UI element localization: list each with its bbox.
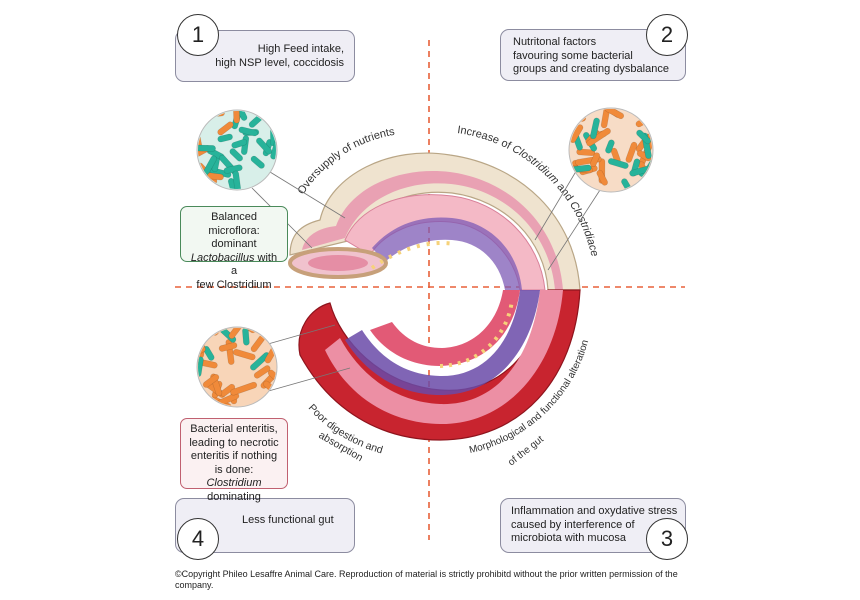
bacterium-rod bbox=[255, 137, 273, 155]
bacterium-rod bbox=[607, 158, 629, 169]
bacterium-rod bbox=[232, 170, 242, 189]
note-enteritis-line1: Bacterial enteritis, bbox=[190, 423, 278, 435]
bacterium-rod bbox=[217, 133, 233, 143]
bacterium-rod bbox=[262, 329, 276, 340]
note-bacterial-enteritis: Bacterial enteritis, leading to necrotic… bbox=[180, 418, 288, 503]
box-3-number: 3 bbox=[646, 518, 688, 560]
bacterium-rod bbox=[228, 328, 245, 339]
microflora-clostridium-image bbox=[196, 326, 278, 408]
bacterium-rod bbox=[604, 109, 625, 120]
box-2-number: 2 bbox=[646, 14, 688, 56]
note-enteritis-line2: leading to necrotic bbox=[189, 436, 279, 449]
box-4-number: 4 bbox=[177, 518, 219, 560]
box-1-text: High Feed intake, high NSP level, coccid… bbox=[215, 43, 344, 69]
note-balanced-line1: Balanced microflora: bbox=[208, 211, 260, 237]
note-balanced-line2: dominant bbox=[211, 238, 257, 250]
box-3: Inflammation and oxydative stress caused… bbox=[500, 498, 686, 553]
bacterium-rod bbox=[229, 148, 243, 162]
bacterium-rod bbox=[230, 381, 258, 396]
bacterium-rod bbox=[589, 117, 600, 140]
box-3-text: Inflammation and oxydative stress caused… bbox=[511, 505, 678, 544]
gut-upper-section bbox=[288, 152, 581, 291]
box-2-text: Nutritonal factors favouring some bacter… bbox=[513, 36, 669, 75]
bacterium-rod bbox=[232, 348, 256, 361]
box-1-number: 1 bbox=[177, 14, 219, 56]
bacterium-rod bbox=[250, 155, 265, 169]
bacterium-rod bbox=[576, 148, 596, 157]
note-balanced-line3: Lactobacillus with a bbox=[190, 251, 278, 278]
bacterium-rod bbox=[600, 109, 612, 129]
bacterium-rod bbox=[596, 169, 608, 186]
bacterium-rod bbox=[217, 121, 234, 136]
note-enteritis-line4: is done: Clostridium bbox=[206, 463, 262, 490]
bacterium-rod bbox=[220, 383, 236, 397]
bacterium-rod bbox=[233, 111, 241, 124]
bacterium-rod bbox=[198, 356, 204, 378]
bacterium-rod bbox=[605, 139, 615, 154]
bacterium-rod bbox=[231, 138, 248, 149]
gut-lower-section bbox=[298, 241, 581, 441]
note-enteritis-line5: dominating bbox=[207, 490, 261, 503]
bacterium-rod bbox=[242, 328, 250, 346]
bacterium-rod bbox=[586, 127, 611, 147]
bacterium-rod bbox=[253, 365, 271, 379]
bacterium-rod bbox=[270, 328, 276, 335]
bacterium-rod bbox=[203, 345, 215, 361]
bacterium-rod bbox=[589, 152, 601, 168]
bacterium-rod bbox=[270, 133, 276, 160]
box-4-text: Less functional gut bbox=[242, 514, 334, 526]
note-balanced-microflora: Balanced microflora: dominant Lactobacil… bbox=[180, 206, 288, 291]
note-enteritis-line3: enteritis if nothing bbox=[190, 450, 278, 462]
copyright-notice: ©Copyright Phileo Lesaffre Animal Care. … bbox=[175, 569, 678, 590]
bacterium-rod bbox=[198, 328, 202, 347]
bacterium-rod bbox=[238, 126, 258, 137]
bacterium-rod bbox=[218, 342, 238, 352]
bacterium-rod bbox=[636, 129, 652, 145]
bacterium-rod bbox=[198, 144, 216, 152]
bacterium-rod bbox=[625, 141, 638, 163]
box-2: Nutritonal factors favouring some bacter… bbox=[500, 29, 686, 81]
bacterium-rod bbox=[202, 374, 220, 388]
note-balanced-line4: few Clostridium bbox=[196, 278, 272, 291]
microflora-dysbalance-image bbox=[568, 107, 654, 193]
microflora-balanced-image bbox=[196, 109, 278, 191]
